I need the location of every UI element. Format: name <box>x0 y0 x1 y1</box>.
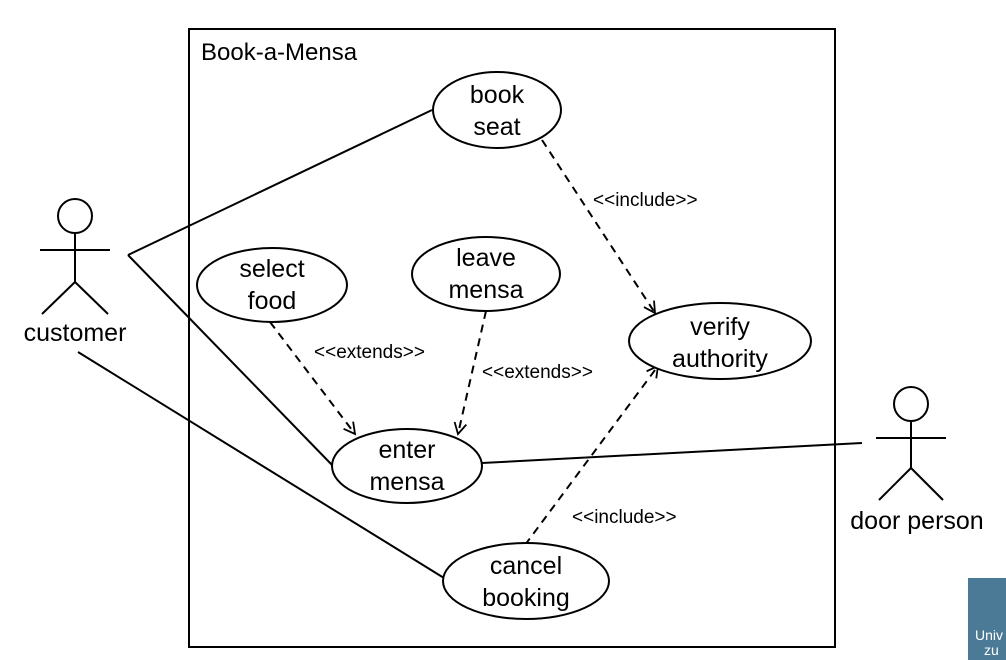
include-book-seat-verify <box>541 139 657 315</box>
stick-figure-icon <box>40 198 110 315</box>
actor-customer: customer <box>24 198 127 347</box>
system-title: Book-a-Mensa <box>201 39 358 66</box>
logo-text-line1: Univ <box>975 627 1003 643</box>
extends-leave-mensa-enter <box>453 310 487 436</box>
use-case-book-seat: book seat <box>432 71 562 149</box>
system-boundary <box>188 28 836 648</box>
select-food-line1: select <box>239 255 304 283</box>
extends-label-leave: <<extends>> <box>482 362 593 383</box>
extends-label-select: <<extends>> <box>314 342 425 363</box>
customer-label: customer <box>24 319 127 347</box>
select-food-line2: food <box>248 287 297 315</box>
association-customer-book-seat <box>127 109 433 256</box>
enter-mensa-line2: mensa <box>369 468 444 496</box>
university-logo: Univ zu <box>968 578 1006 660</box>
leave-mensa-line1: leave <box>456 244 516 272</box>
include-label-book: <<include>> <box>593 190 698 211</box>
use-case-cancel-booking: cancel booking <box>442 542 610 620</box>
association-customer-enter-mensa <box>127 254 334 467</box>
include-label-cancel: <<include>> <box>572 507 677 528</box>
door-person-label: door person <box>850 507 983 535</box>
verify-authority-line2: authority <box>672 345 768 373</box>
cancel-booking-line2: booking <box>482 584 570 612</box>
extends-select-food-enter <box>269 321 357 436</box>
actor-door-person: door person <box>850 386 984 535</box>
use-case-leave-mensa: leave mensa <box>411 236 561 312</box>
leave-mensa-line2: mensa <box>448 276 523 304</box>
verify-authority-line1: verify <box>690 313 750 341</box>
logo-text-line2: zu <box>984 642 999 658</box>
book-seat-line1: book <box>470 81 525 109</box>
book-seat-line2: seat <box>473 113 520 141</box>
association-door-person-enter-mensa <box>481 442 863 464</box>
cancel-booking-line1: cancel <box>490 552 562 580</box>
use-case-select-food: select food <box>196 247 348 323</box>
enter-mensa-line1: enter <box>379 436 436 464</box>
use-case-enter-mensa: enter mensa <box>331 428 483 504</box>
stick-figure-icon <box>876 386 946 501</box>
include-cancel-verify <box>524 364 660 546</box>
use-case-verify-authority: verify authority <box>628 302 812 380</box>
association-customer-cancel-booking <box>77 351 445 579</box>
